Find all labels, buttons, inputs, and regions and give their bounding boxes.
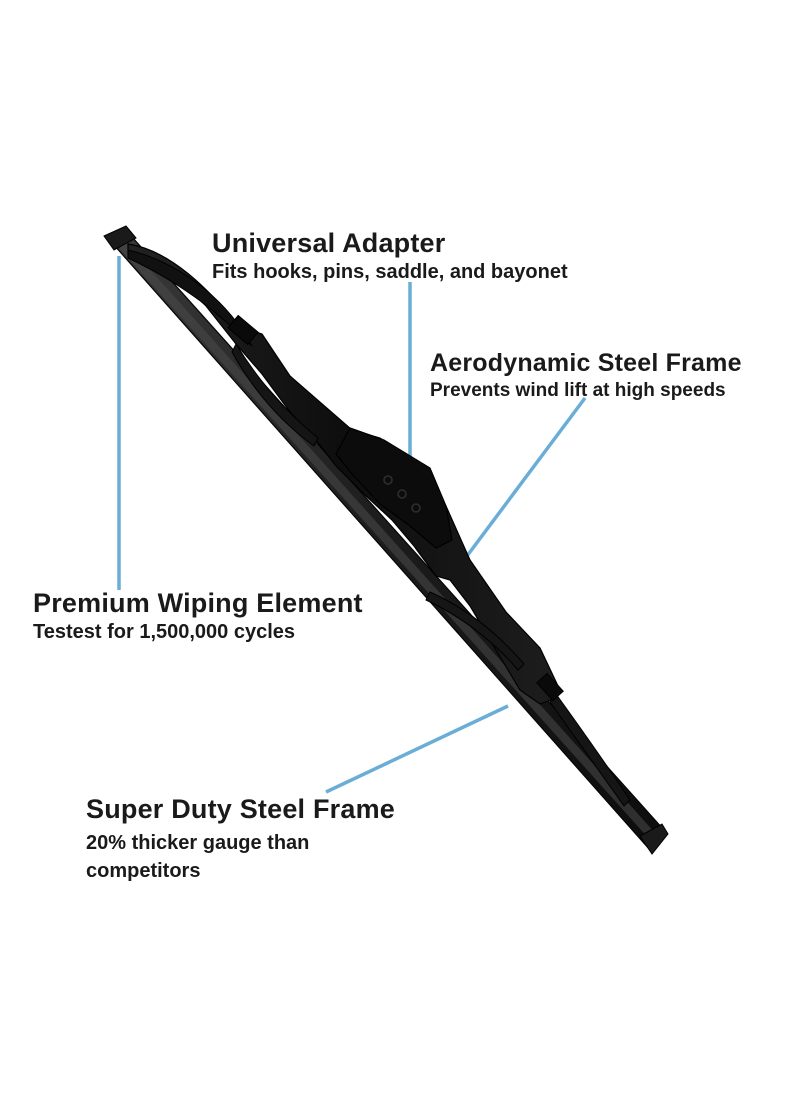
callout-title: Super Duty Steel Frame bbox=[86, 794, 395, 824]
frame-right-yoke bbox=[549, 693, 631, 807]
adapter-embossed-mark bbox=[383, 475, 421, 513]
blade-end-cap-bottom bbox=[639, 823, 669, 855]
universal-adapter-block bbox=[335, 427, 453, 549]
blade-end-cap-top bbox=[103, 225, 137, 251]
callout-subtitle: Fits hooks, pins, saddle, and bayonet bbox=[212, 261, 568, 284]
wiper-blade bbox=[103, 225, 669, 855]
callout-subtitle: Testest for 1,500,000 cycles bbox=[33, 621, 296, 644]
frame-left-yoke bbox=[127, 249, 253, 347]
leader-lines bbox=[117, 256, 587, 794]
callout-premium-element: Premium Wiping Element Testest for 1,500… bbox=[33, 588, 363, 644]
frame-clip-lower bbox=[536, 672, 564, 702]
callout-title: Premium Wiping Element bbox=[33, 588, 363, 618]
leader-line-super bbox=[325, 704, 509, 794]
frame-lower-link bbox=[425, 591, 525, 671]
blade-highlight bbox=[112, 236, 656, 840]
callout-universal-adapter: Universal Adapter Fits hooks, pins, sadd… bbox=[212, 228, 568, 284]
frame-left-link bbox=[231, 342, 319, 447]
callout-super-duty-frame: Super Duty Steel Frame 20% thicker gauge… bbox=[86, 794, 395, 885]
callout-aerodynamic-frame: Aerodynamic Steel Frame Prevents wind li… bbox=[430, 349, 742, 402]
frame-clip-upper bbox=[227, 314, 259, 346]
leader-line-aero bbox=[462, 396, 587, 562]
callout-title: Aerodynamic Steel Frame bbox=[430, 349, 742, 377]
callout-subtitle: Prevents wind lift at high speeds bbox=[430, 379, 726, 401]
callout-title: Universal Adapter bbox=[212, 228, 446, 258]
callout-subtitle: 20% thicker gauge than competitors bbox=[86, 832, 310, 883]
